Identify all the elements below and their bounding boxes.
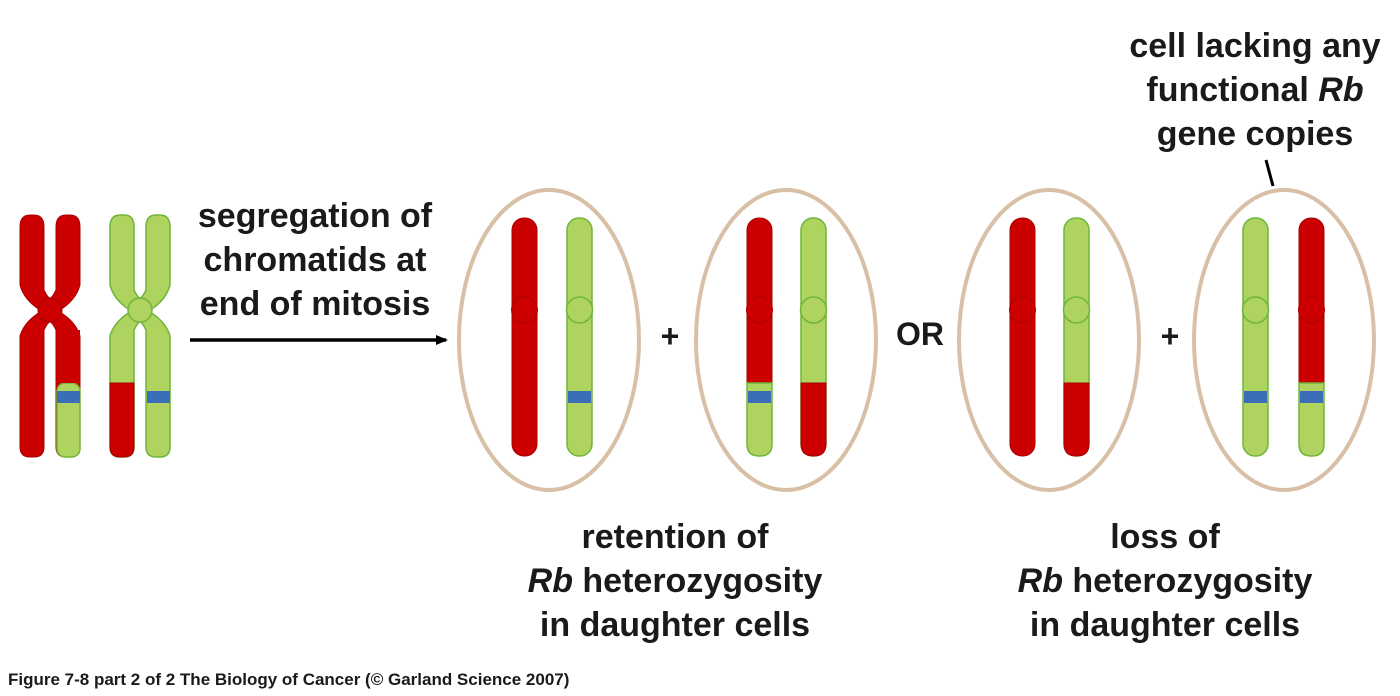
daughter-cell-2 [694,188,878,492]
retention-line-2: Rb heterozygosity [470,559,880,603]
loss-line-3: in daughter cells [1029,606,1301,644]
loss-label: loss of Rb heterozygosity in daughter ce… [960,515,1370,647]
plus-symbol: + [660,318,680,354]
chromatid-red-recombined [746,217,773,457]
cell-lacking-line-3: gene copies [1156,115,1354,153]
daughter-cell-3 [957,188,1141,492]
rb-gene-name: Rb [1017,562,1063,600]
chromatid-green-recombined-2 [1062,217,1091,457]
retention-line-1: retention of [581,518,769,556]
cell-lacking-line-2-prefix: functional [1146,71,1319,109]
loss-line-2: Rb heterozygosity [960,559,1370,603]
segregation-label: segregation of chromatids at end of mito… [180,194,450,326]
or-label: OR [896,316,944,352]
chromatid-red-recombined-2 [1298,217,1325,457]
cell-lacking-line-2: functional Rb [1100,68,1400,112]
retention-line-2-suffix: heterozygosity [572,562,823,600]
chromatid-green-intact [565,217,594,457]
retention-label: retention of Rb heterozygosity in daught… [470,515,880,647]
cell-lacking-rb-label: cell lacking any functional Rb gene copi… [1100,24,1400,156]
label-pointer-line [1264,159,1275,187]
duplicated-chromosome-green [109,214,171,458]
segregation-label-line-3: end of mitosis [199,285,431,323]
chromatid-red-intact-2 [1009,217,1036,457]
loss-line-1: loss of [1110,518,1220,556]
duplicated-chromosome-red [19,214,81,458]
retention-line-3: in daughter cells [539,606,811,644]
rb-gene-name: Rb [1318,71,1364,109]
loss-line-2-suffix: heterozygosity [1062,562,1313,600]
plus-symbol: + [1160,318,1180,354]
segregation-label-line-2: chromatids at [203,241,427,279]
figure-caption: Figure 7-8 part 2 of 2 The Biology of Ca… [8,670,570,689]
chromatid-green-recombined [799,217,828,457]
daughter-cell-4 [1192,188,1376,492]
segregation-label-line-1: segregation of [197,197,433,235]
cell-lacking-line-1: cell lacking any [1129,27,1381,65]
chromatid-red-intact [511,217,538,457]
chromatid-green-intact-2 [1241,217,1270,457]
daughter-cell-1 [457,188,641,492]
rb-gene-name: Rb [527,562,573,600]
